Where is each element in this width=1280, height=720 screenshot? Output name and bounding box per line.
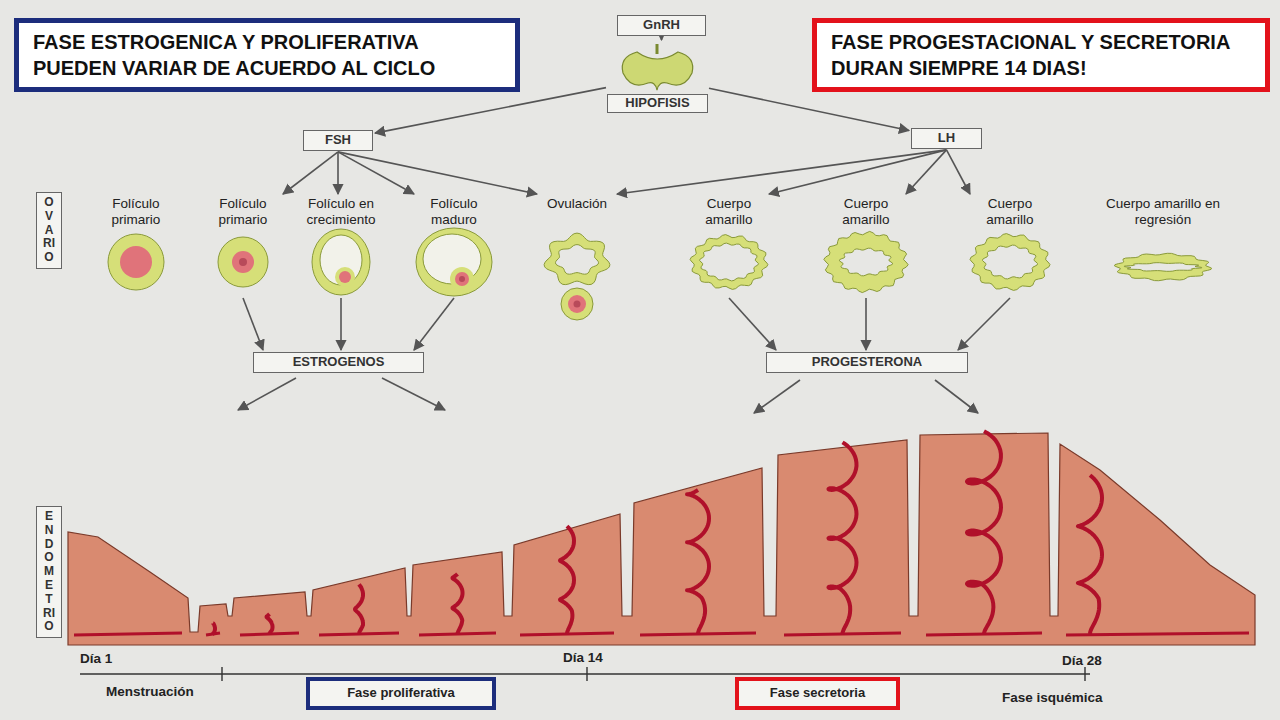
spiral-artery [560, 526, 574, 634]
arrow-connector [340, 298, 342, 350]
arrow-connector [947, 150, 971, 194]
spiral-artery [967, 431, 1001, 634]
arrow-connector [769, 150, 947, 194]
timeline-label: Menstruación [106, 684, 194, 700]
spiral-artery [453, 574, 463, 634]
ovary-structure [86, 227, 186, 297]
follicle: Folículo primario [193, 196, 293, 297]
node-label: LH [916, 130, 977, 147]
node-label: Cuerpo amarillo [964, 196, 1056, 227]
hormone-box: FSH [303, 130, 373, 151]
corpus-luteum: Cuerpo amarillo [960, 196, 1060, 297]
follicle: Folículo maduro [404, 196, 504, 297]
node-label: FASE PROGESTACIONAL Y SECRETORIA DURAN S… [831, 29, 1251, 81]
timeline-label: Fase isquémica [1002, 690, 1103, 706]
arrow-connector [338, 152, 414, 194]
node-label: ESTROGENOS [258, 354, 419, 371]
arrow-connector [661, 37, 663, 40]
pituitary: HIPOFISIS [607, 42, 708, 113]
timeline [80, 667, 1090, 681]
spiral-artery [829, 442, 857, 634]
basal-vessel [1066, 633, 1249, 635]
ovary-structure [291, 227, 391, 297]
arrow-connector [283, 152, 338, 194]
hormone-box: LH [911, 128, 982, 149]
arrow-connector [414, 298, 454, 350]
phase-box: Fase proliferativa [306, 677, 496, 710]
pituitary-gland [607, 42, 708, 94]
node-label: ENDOMETRIO [43, 510, 55, 634]
arrow-connector [243, 298, 263, 350]
corpus-luteum: Cuerpo amarillo [816, 196, 916, 297]
follicle: Folículo en crecimiento [291, 196, 391, 297]
ovary-structure [816, 227, 916, 297]
arrow-connector [617, 150, 947, 194]
node-label: Cuerpo amarillo [683, 196, 775, 227]
node-label: Folículo maduro [408, 196, 500, 227]
timeline-label: Día 28 [1062, 653, 1102, 669]
node-label: Folículo primario [90, 196, 182, 227]
node-label: Folículo primario [197, 196, 289, 227]
node-label: Ovulación [531, 196, 623, 212]
node-label: Fase proliferativa [316, 685, 486, 702]
ovulation: Ovulación [527, 196, 627, 330]
spiral-artery [213, 623, 215, 634]
ovary-structure [679, 227, 779, 297]
node-label: OVARIO [43, 196, 55, 265]
hormone-box: PROGESTERONA [766, 352, 968, 373]
section-tag: OVARIO [36, 192, 62, 269]
arrow-connector [906, 150, 947, 194]
spiral-artery [1078, 475, 1102, 634]
ovary-structure [193, 227, 293, 297]
node-label: Folículo en crecimiento [295, 196, 387, 227]
ovary-structure [527, 212, 627, 330]
node-label: Cuerpo amarillo en regresión [1103, 196, 1223, 227]
spiral-artery [687, 490, 709, 634]
node-label: Cuerpo amarillo [820, 196, 912, 227]
node-label: PROGESTERONA [771, 354, 963, 371]
arrow-connector [375, 88, 606, 134]
hormone-box: GnRH [617, 15, 706, 36]
corpus-luteum: Cuerpo amarillo en regresión [1088, 196, 1238, 297]
arrow-connector [865, 298, 867, 350]
node-label: GnRH [622, 17, 701, 34]
phase-box: Fase secretoria [735, 677, 900, 710]
endometrium [68, 431, 1255, 645]
note-box: FASE PROGESTACIONAL Y SECRETORIA DURAN S… [812, 18, 1270, 92]
timeline-label: Día 1 [80, 651, 112, 667]
node-label: FASE ESTROGENICA Y PROLIFERATIVA PUEDEN … [33, 29, 501, 81]
node-label: FSH [308, 132, 368, 149]
corpus-luteum: Cuerpo amarillo [679, 196, 779, 297]
node-label: Fase secretoria [745, 685, 890, 702]
hormone-box: ESTROGENOS [253, 352, 424, 373]
basal-vessel [74, 633, 182, 635]
endometrium-tissue [68, 433, 1255, 645]
section-tag: ENDOMETRIO [36, 506, 62, 638]
arrow-connector [709, 88, 909, 130]
arrow-connector [338, 152, 537, 194]
timeline-label: Día 14 [563, 650, 603, 666]
node-label: HIPOFISIS [607, 94, 708, 113]
ovary-structure [404, 227, 504, 297]
hormone-arrows [238, 378, 978, 413]
ovary-structure [960, 227, 1060, 297]
follicle: Folículo primario [86, 196, 186, 297]
arrow-connector [337, 152, 339, 194]
note-box: FASE ESTROGENICA Y PROLIFERATIVA PUEDEN … [14, 18, 520, 92]
arrow-connector [729, 298, 776, 350]
ovary-structure [1113, 227, 1213, 297]
arrow-connector [958, 298, 1010, 350]
spiral-artery [267, 614, 273, 634]
spiral-artery [355, 584, 363, 634]
